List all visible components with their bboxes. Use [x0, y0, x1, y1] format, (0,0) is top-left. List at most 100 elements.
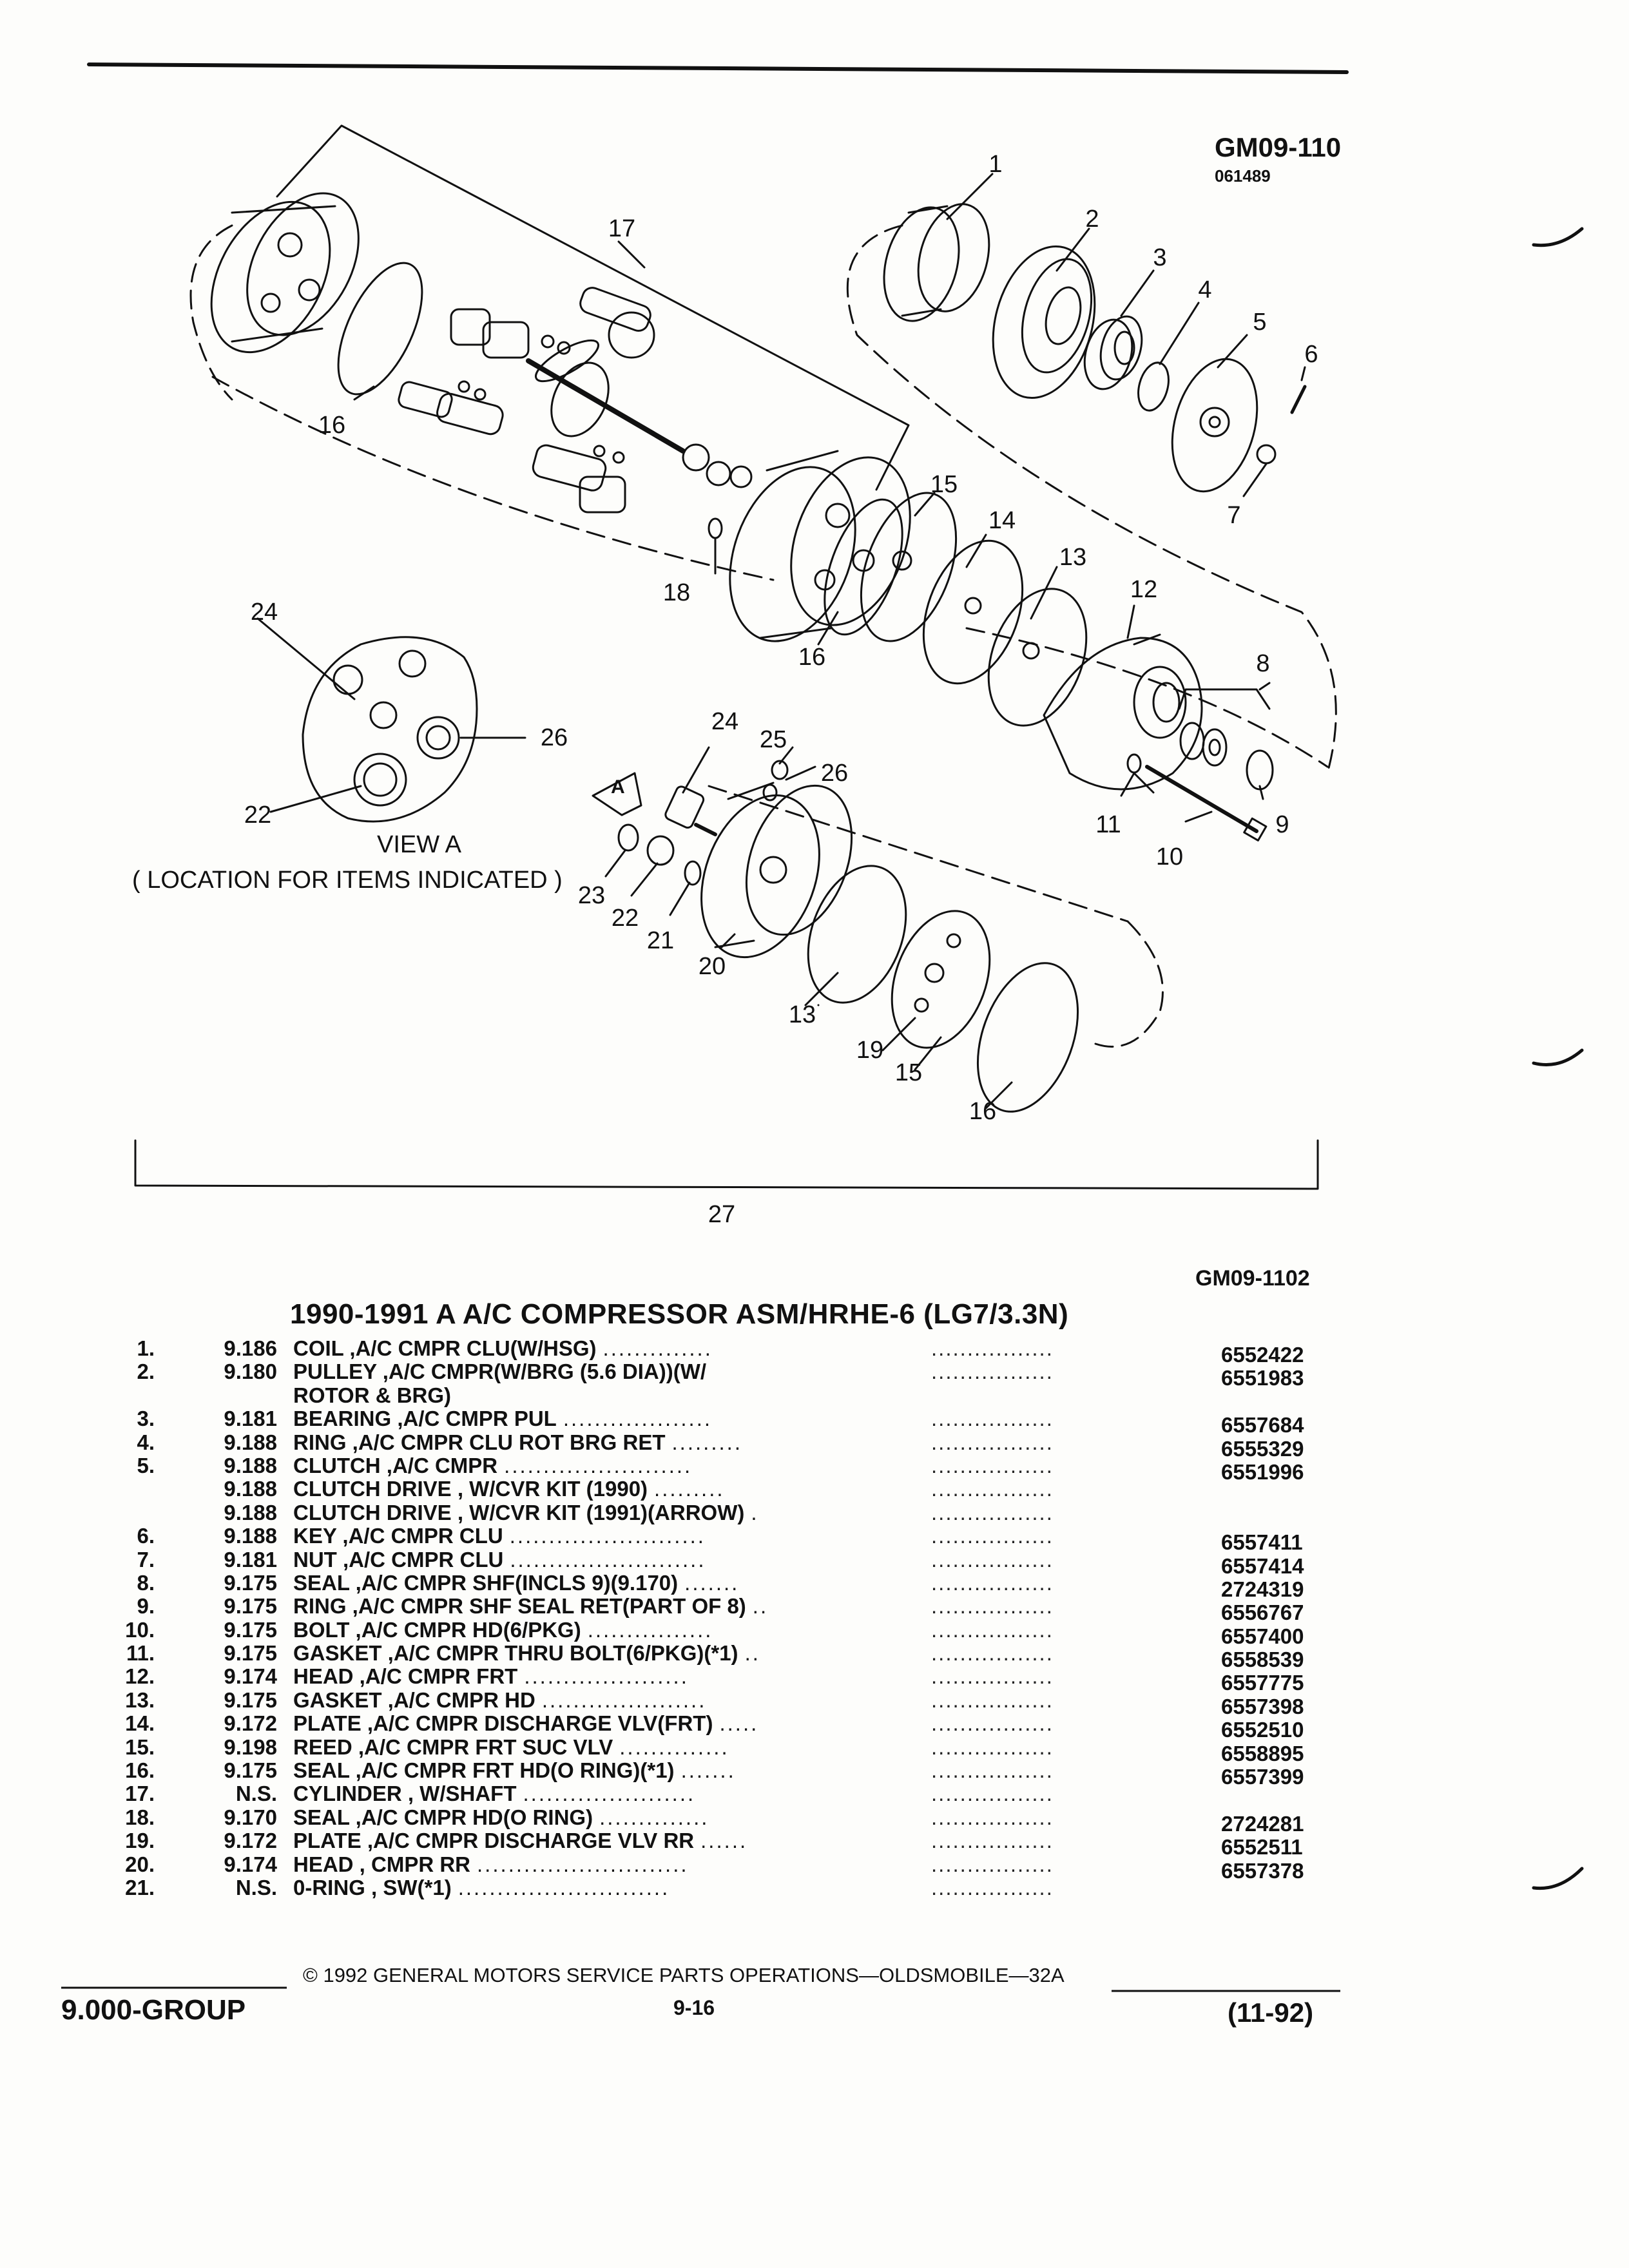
view-a-arrow-letter: A: [611, 776, 625, 798]
part-description: PLATE ,A/C CMPR DISCHARGE VLV RR: [293, 1829, 695, 1853]
part-number: 6557684: [1221, 1413, 1304, 1437]
description-cell: BOLT ,A/C CMPR HD(6/PKG)................: [293, 1617, 713, 1642]
part-description: CLUTCH DRIVE , W/CVR KIT (1991)(ARROW): [293, 1500, 745, 1524]
part-number: 6556767: [1221, 1600, 1304, 1625]
callout-15-upper: 15: [930, 471, 958, 498]
part-number: 6557411: [1221, 1530, 1303, 1555]
top-rule: [87, 62, 1349, 74]
callout-21: 21: [646, 927, 675, 954]
callout-5: 5: [1253, 309, 1267, 336]
description-dots: .........................: [509, 1524, 706, 1548]
pulley-2: [992, 245, 1096, 399]
description-cell: COIL ,A/C CMPR CLU(W/HSG)..............: [293, 1337, 713, 1360]
description-cell: NUT ,A/C CMPR CLU.......................…: [293, 1548, 706, 1571]
description-dots: .........................: [510, 1547, 706, 1571]
key-6: [1290, 385, 1307, 414]
part-number: 6555329: [1221, 1436, 1304, 1461]
parts-list-row: 9.188 CLUTCH DRIVE , W/CVR KIT (1991)(ARR…: [110, 1501, 1373, 1524]
description-dots: .......: [684, 1570, 740, 1595]
description-cell: GASKET ,A/C CMPR THRU BOLT(6/PKG)(*1)..: [293, 1642, 760, 1665]
description-dots: ...........................: [477, 1852, 689, 1876]
part-number: 6551996: [1221, 1459, 1304, 1484]
callout-4: 4: [1198, 276, 1212, 303]
part-number: 6557400: [1221, 1624, 1304, 1648]
leader-dots: .................: [931, 1454, 1054, 1477]
leader-dots: .................: [931, 1759, 1054, 1783]
description-dots: .........: [654, 1477, 725, 1501]
description-dots: ................: [587, 1617, 713, 1642]
group-number: 9.174: [224, 1852, 277, 1876]
valve-22: [646, 835, 675, 866]
description-cell: CLUTCH ,A/C CMPR........................: [293, 1454, 692, 1477]
part-number: 6552510: [1221, 1718, 1304, 1742]
callout-16-lower: 16: [969, 1098, 997, 1125]
description-cell: KEY ,A/C CMPR CLU.......................…: [293, 1524, 706, 1548]
piston-cluster: [398, 287, 753, 514]
part-description: RING ,A/C CMPR SHF SEAL RET(PART OF 8): [293, 1594, 746, 1619]
part-description: CLUTCH DRIVE , W/CVR KIT (1990): [293, 1477, 648, 1501]
view-a-title: VIEW A: [377, 831, 461, 858]
description-dots: ...................: [563, 1407, 713, 1431]
shaft-seal-8: [1178, 688, 1274, 791]
description-dots: .....: [719, 1711, 759, 1736]
leader-dots: .................: [931, 1782, 1054, 1806]
view-a-detail: [256, 617, 526, 823]
part-description: RING ,A/C CMPR CLU ROT BRG RET: [293, 1430, 666, 1454]
bolt-10: [1145, 765, 1268, 841]
ring-4: [1137, 361, 1170, 412]
item-number: 4.: [137, 1430, 155, 1454]
part-description: HEAD , CMPR RR: [293, 1852, 471, 1876]
item-number: 12.: [125, 1664, 155, 1689]
callout-9: 9: [1275, 811, 1289, 838]
footer-rules: [61, 1986, 1340, 1992]
group-number: 9.188: [224, 1500, 277, 1524]
item-number: 20.: [125, 1852, 155, 1876]
leader-dots: .................: [931, 1524, 1054, 1548]
item-number: 5.: [137, 1453, 155, 1477]
o-ring-16-upper: [337, 262, 423, 396]
description-cell: PLATE ,A/C CMPR DISCHARGE VLV RR......: [293, 1829, 747, 1852]
parts-list-row: 20. 9.174 HEAD , CMPR RR..................…: [110, 1852, 1373, 1882]
group-number: 9.175: [224, 1594, 277, 1619]
part-description: COIL ,A/C CMPR CLU(W/HSG): [293, 1336, 597, 1360]
callout-17: 17: [608, 215, 636, 242]
parts-list-row: 5. 9.188 CLUTCH ,A/C CMPR.................…: [110, 1453, 1373, 1483]
part-number: 6552511: [1221, 1835, 1303, 1860]
cylinder-rear-shell: [210, 192, 360, 354]
leader-dots: .................: [931, 1712, 1054, 1736]
part-description: REED ,A/C CMPR FRT SUC VLV: [293, 1735, 613, 1759]
leader-dots: .................: [931, 1548, 1054, 1571]
leader-dots: .................: [931, 1829, 1054, 1853]
part-description: GASKET ,A/C CMPR THRU BOLT(6/PKG)(*1): [293, 1641, 738, 1666]
description-cell: RING ,A/C CMPR SHF SEAL RET(PART OF 8)..: [293, 1595, 768, 1618]
leader-dots: .................: [931, 1852, 1054, 1876]
item-number: 16.: [125, 1758, 155, 1783]
callout-13-upper: 13: [1059, 544, 1087, 571]
description-cell: SEAL ,A/C CMPR SHF(INCLS 9)(9.170)......…: [293, 1571, 739, 1595]
description-dots: ..............: [602, 1336, 713, 1360]
part-description: SEAL ,A/C CMPR FRT HD(O RING)(*1): [293, 1758, 675, 1783]
figure-code-top: GM09-110: [1215, 132, 1342, 162]
description-cell: 0-RING , SW(*1).........................…: [293, 1876, 670, 1899]
leader-dots: .................: [931, 1688, 1054, 1712]
description-cell: GASKET ,A/C CMPR HD.....................: [293, 1688, 706, 1712]
parts-list-title: 1990-1991 A A/C COMPRESSOR ASM/HRHE-6 (L…: [290, 1298, 1069, 1330]
figure-code-bottom: GM09-1102: [1195, 1266, 1310, 1291]
callout-25: 25: [759, 726, 787, 753]
group-number: 9.188: [224, 1453, 277, 1477]
part-number: 6557378: [1221, 1858, 1304, 1883]
group-number: N.S.: [235, 1782, 277, 1806]
group-number: N.S.: [235, 1875, 277, 1899]
description-cell: PLATE ,A/C CMPR DISCHARGE VLV(FRT).....: [293, 1712, 758, 1735]
callout-23: 23: [577, 882, 606, 909]
callout-3: 3: [1153, 244, 1167, 271]
part-description: SEAL ,A/C CMPR HD(O RING): [293, 1805, 593, 1829]
